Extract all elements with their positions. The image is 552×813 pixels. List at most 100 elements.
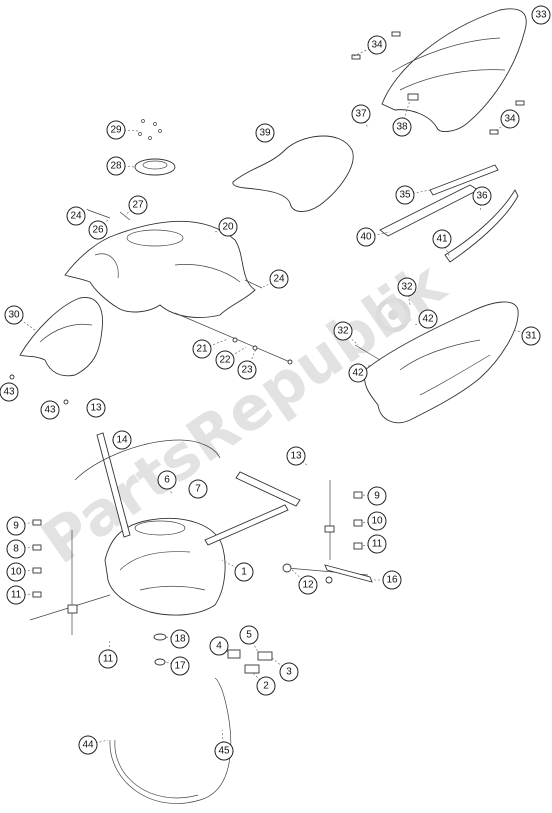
callout-29-filler-cap-screws[interactable]: 29 xyxy=(106,120,126,140)
callout-11-rubber-bushing[interactable]: 11 xyxy=(6,585,26,605)
callout-circle xyxy=(286,446,306,466)
callout-45-fuel-hose[interactable]: 45 xyxy=(214,741,234,761)
callout-20-tank-cover[interactable]: 20 xyxy=(218,217,238,237)
leader-line xyxy=(164,661,181,667)
fuel-sender-parts xyxy=(227,649,273,674)
callout-10-washer[interactable]: 10 xyxy=(6,562,26,582)
callout-34-seat-rubber-buffer[interactable]: 34 xyxy=(500,109,520,129)
callout-label: 44 xyxy=(82,740,94,751)
callout-circle xyxy=(521,326,541,346)
callout-32-rear-frame-screw[interactable]: 32 xyxy=(333,321,353,341)
callout-circle xyxy=(500,109,520,129)
callout-9-tank-screw[interactable]: 9 xyxy=(6,516,26,536)
tank-mount-part xyxy=(282,563,373,584)
callout-label: 9 xyxy=(374,491,380,502)
callout-label: 39 xyxy=(259,128,271,139)
callout-32-rear-frame-screw[interactable]: 32 xyxy=(397,277,417,297)
callout-43-rubber-plug[interactable]: 43 xyxy=(0,382,19,402)
callout-5-fuel-sender[interactable]: 5 xyxy=(239,625,259,645)
leader-line xyxy=(221,729,225,752)
callout-circle xyxy=(367,511,387,531)
callout-label: 11 xyxy=(103,654,114,665)
callout-22-cover-spacer[interactable]: 22 xyxy=(215,350,235,370)
callout-7-hose-clip[interactable]: 7 xyxy=(188,479,208,499)
callout-39-seat-front[interactable]: 39 xyxy=(255,123,275,143)
callout-24-cover-screw[interactable]: 24 xyxy=(66,206,86,226)
callout-circle xyxy=(239,625,259,645)
leader-line xyxy=(441,238,451,259)
callout-34-seat-rubber-buffer[interactable]: 34 xyxy=(367,35,387,55)
leader-line xyxy=(87,739,109,746)
callout-14-breather-hose[interactable]: 14 xyxy=(112,430,132,450)
callout-circle xyxy=(418,309,438,329)
callout-28-filler-cap-ring[interactable]: 28 xyxy=(106,156,126,176)
callout-42-rear-frame-nut[interactable]: 42 xyxy=(348,363,368,383)
callout-3-sender-clip[interactable]: 3 xyxy=(279,662,299,682)
callout-21-cover-pin[interactable]: 21 xyxy=(192,339,212,359)
callout-label: 43 xyxy=(44,405,56,416)
callout-circle xyxy=(170,656,190,676)
callout-31-rear-subframe[interactable]: 31 xyxy=(521,326,541,346)
side-cover-part xyxy=(19,297,103,377)
callout-23-cover-screw[interactable]: 23 xyxy=(237,360,257,380)
callout-circle xyxy=(170,629,190,649)
callout-circle xyxy=(106,120,126,140)
callout-11-rubber-bushing[interactable]: 11 xyxy=(98,649,118,669)
callout-label: 34 xyxy=(504,114,516,125)
callout-8-spacer[interactable]: 8 xyxy=(6,539,26,559)
callout-circle xyxy=(40,400,60,420)
callout-30-side-cover[interactable]: 30 xyxy=(4,305,24,325)
callout-37-seat-screw[interactable]: 37 xyxy=(351,104,371,124)
callout-4-pressure-regulator[interactable]: 4 xyxy=(209,636,229,656)
leader-line xyxy=(107,639,111,660)
callout-10-washer[interactable]: 10 xyxy=(367,511,387,531)
callout-circle xyxy=(382,570,402,590)
callout-label: 14 xyxy=(116,435,128,446)
callout-44-hose-connector[interactable]: 44 xyxy=(78,735,98,755)
callout-circle xyxy=(112,430,132,450)
callout-2-sender-seal[interactable]: 2 xyxy=(256,676,276,696)
callout-label: 42 xyxy=(352,368,364,379)
callout-35-seat-bracket[interactable]: 35 xyxy=(395,185,415,205)
callout-13-tank-strap[interactable]: 13 xyxy=(86,398,106,418)
callout-40-bracket-bolt[interactable]: 40 xyxy=(356,227,376,247)
callout-label: 40 xyxy=(360,232,372,243)
callout-26-cover-washer[interactable]: 26 xyxy=(88,220,108,240)
callout-12-tank-mount-bolt[interactable]: 12 xyxy=(298,575,318,595)
callout-41-bracket-bolt[interactable]: 41 xyxy=(432,229,452,249)
callout-24-cover-screw[interactable]: 24 xyxy=(269,269,289,289)
callout-label: 28 xyxy=(110,161,122,172)
leader-line xyxy=(494,118,511,133)
callout-33-seat-rear[interactable]: 33 xyxy=(531,5,551,25)
callout-label: 33 xyxy=(535,10,547,21)
callout-18-fuel-pump-seal[interactable]: 18 xyxy=(170,629,190,649)
callout-43-rubber-plug[interactable]: 43 xyxy=(40,400,60,420)
leader-line xyxy=(360,113,369,129)
callout-label: 11 xyxy=(11,590,22,601)
callout-38-seat-latch[interactable]: 38 xyxy=(392,117,412,137)
callout-circle xyxy=(88,220,108,240)
callout-label: 17 xyxy=(174,661,186,672)
callout-label: 7 xyxy=(195,484,201,495)
callout-9-tank-screw[interactable]: 9 xyxy=(367,486,387,506)
callout-36-seat-bracket[interactable]: 36 xyxy=(472,186,492,206)
callout-6-hose-clamp[interactable]: 6 xyxy=(157,470,177,490)
callout-label: 43 xyxy=(3,387,15,398)
callout-circle xyxy=(472,186,492,206)
callout-16-tank-mount-bracket[interactable]: 16 xyxy=(382,570,402,590)
callout-circle xyxy=(348,363,368,383)
callout-label: 27 xyxy=(132,200,144,211)
callout-17-fuel-filter[interactable]: 17 xyxy=(170,656,190,676)
leader-line xyxy=(248,634,259,653)
callout-circle xyxy=(6,585,26,605)
callout-13-tank-strap[interactable]: 13 xyxy=(286,446,306,466)
callout-27-cover-clip[interactable]: 27 xyxy=(128,195,148,215)
callout-circle xyxy=(192,339,212,359)
callout-42-rear-frame-nut[interactable]: 42 xyxy=(418,309,438,329)
callout-label: 5 xyxy=(246,630,252,641)
callout-11-rubber-bushing[interactable]: 11 xyxy=(367,534,387,554)
callout-circle xyxy=(333,321,353,341)
callout-1-fuel-tank[interactable]: 1 xyxy=(234,562,254,582)
callout-circle xyxy=(4,305,24,325)
